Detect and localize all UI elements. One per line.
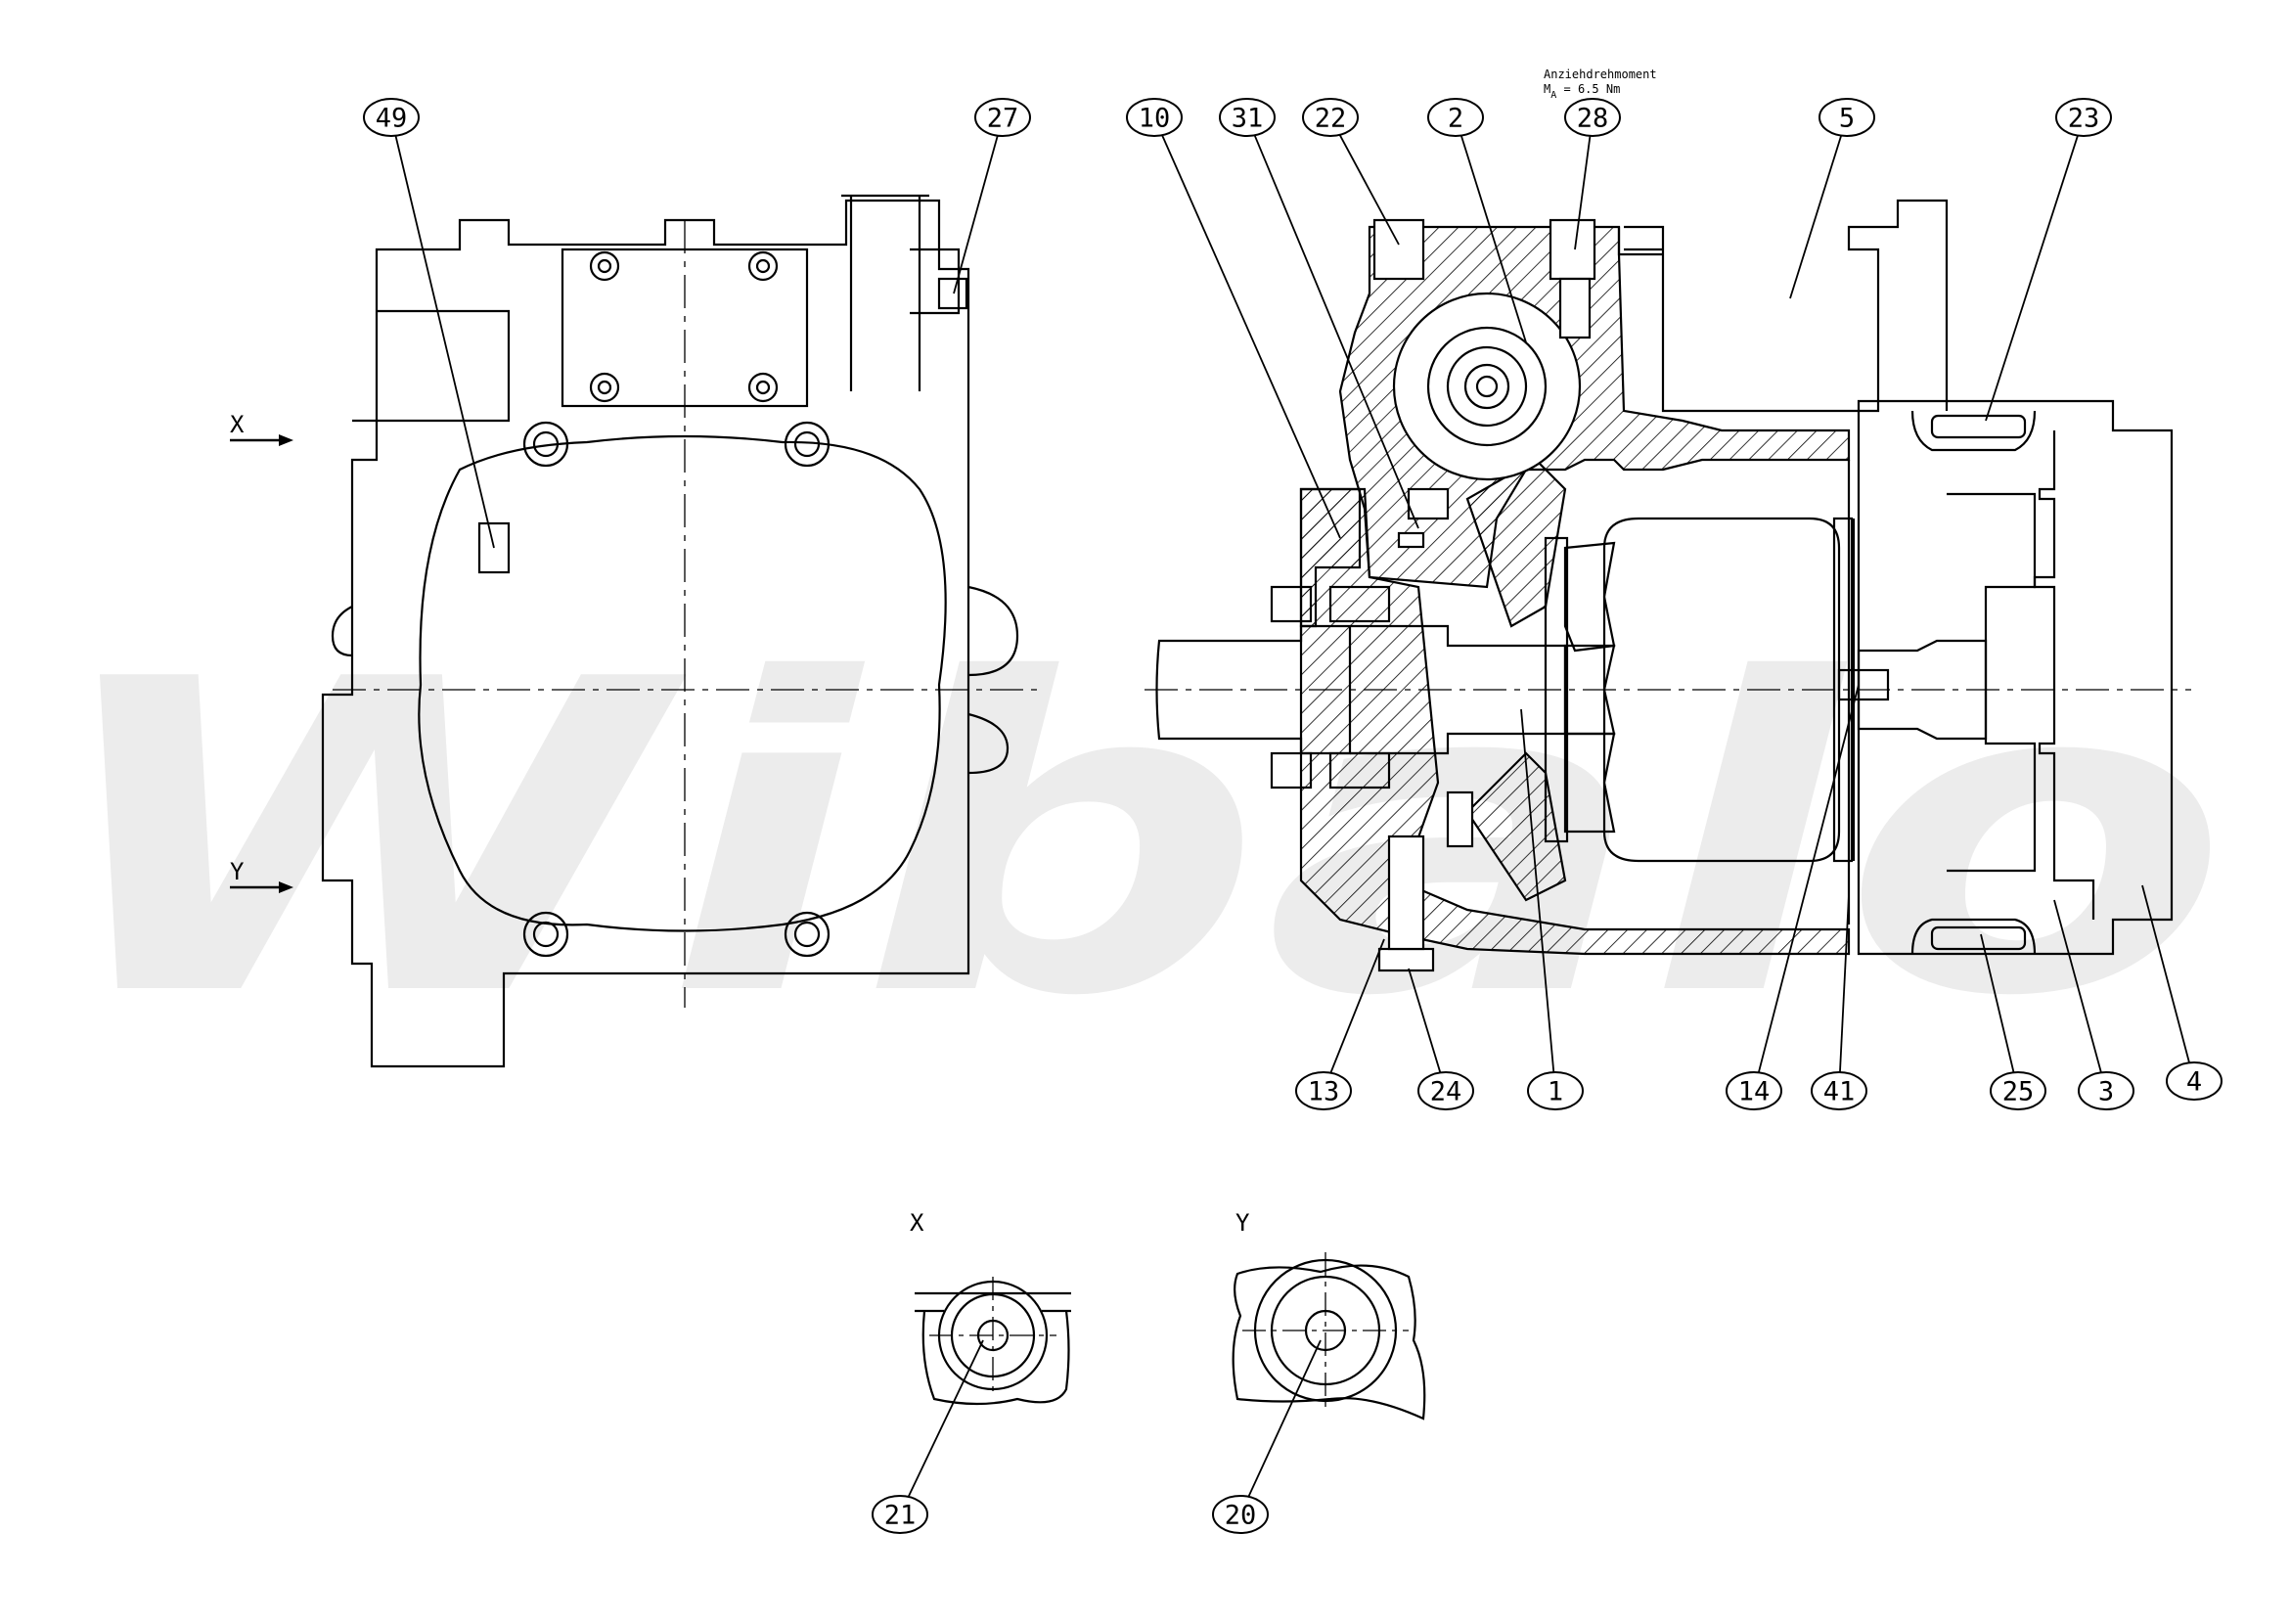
callout-28: 28 xyxy=(1564,98,1621,250)
callout-25: 25 xyxy=(1980,933,2046,1110)
callout-leader-24 xyxy=(1408,968,1442,1074)
control-block-bolts xyxy=(589,250,779,403)
callout-number-1: 1 xyxy=(1548,1077,1563,1107)
callout-leader-10 xyxy=(1160,134,1341,539)
callout-23: 23 xyxy=(1985,98,2112,422)
callout-27: 27 xyxy=(953,98,1031,294)
callout-1: 1 xyxy=(1520,708,1584,1110)
callout-number-28: 28 xyxy=(1577,104,1609,134)
callout-bubble-23 xyxy=(2055,98,2112,137)
callout-number-41: 41 xyxy=(1823,1077,1856,1107)
callout-number-21: 21 xyxy=(884,1501,917,1531)
callout-number-5: 5 xyxy=(1839,104,1855,134)
callout-4: 4 xyxy=(2141,884,2223,1101)
callout-3: 3 xyxy=(2053,899,2134,1110)
callout-bubble-1 xyxy=(1527,1071,1584,1110)
detail-view-y: Y xyxy=(1232,1209,1426,1421)
callout-bubble-5 xyxy=(1819,98,1875,137)
end-cover xyxy=(418,434,947,932)
callout-number-31: 31 xyxy=(1232,104,1264,134)
callout-leader-20 xyxy=(1247,1339,1322,1499)
callout-leader-5 xyxy=(1789,134,1843,299)
callout-leader-22 xyxy=(1338,133,1400,246)
callout-bubble-13 xyxy=(1295,1071,1352,1110)
callout-bubble-25 xyxy=(1990,1071,2046,1110)
callout-number-2: 2 xyxy=(1448,104,1463,134)
callout-49: 49 xyxy=(363,98,495,549)
left-end-view xyxy=(321,194,1019,1068)
callout-number-10: 10 xyxy=(1139,104,1171,134)
detail-view-x-label: X xyxy=(910,1209,924,1237)
callout-bubble-24 xyxy=(1417,1071,1474,1110)
callout-number-49: 49 xyxy=(376,104,408,134)
callout-leader-3 xyxy=(2053,899,2102,1073)
callout-number-13: 13 xyxy=(1308,1077,1340,1107)
callout-22: 22 xyxy=(1302,98,1400,246)
detail-view-x: X xyxy=(910,1209,1071,1406)
callout-bubble-28 xyxy=(1564,98,1621,137)
callout-leader-13 xyxy=(1329,938,1385,1074)
callout-bubble-41 xyxy=(1811,1071,1867,1110)
callout-number-27: 27 xyxy=(987,104,1019,134)
torque-note-line2: MA = 6.5 Nm xyxy=(1544,82,1620,101)
torque-note-line1: Anziehdrehmoment xyxy=(1544,68,1657,81)
callout-number-22: 22 xyxy=(1315,104,1347,134)
detail-view-x-centerlines xyxy=(929,1277,1056,1394)
view-arrow-y-label: Y xyxy=(230,858,245,885)
callout-5: 5 xyxy=(1789,98,1875,299)
view-arrow-y: Y xyxy=(230,858,293,893)
callout-leader-1 xyxy=(1520,708,1555,1073)
callout-number-20: 20 xyxy=(1225,1501,1257,1531)
callout-leader-23 xyxy=(1985,134,2080,422)
callout-bubble-4 xyxy=(2166,1061,2223,1101)
left-view-centerlines xyxy=(333,220,1037,1008)
callout-bubble-21 xyxy=(872,1495,928,1534)
callout-bubble-20 xyxy=(1212,1495,1269,1534)
callout-bubble-2 xyxy=(1427,98,1484,137)
callout-leader-41 xyxy=(1839,894,1850,1073)
callout-24: 24 xyxy=(1408,968,1474,1110)
callout-number-25: 25 xyxy=(2002,1077,2035,1107)
callout-leader-31 xyxy=(1253,134,1419,529)
callout-41: 41 xyxy=(1811,894,1867,1110)
callout-bubble-3 xyxy=(2078,1071,2134,1110)
flange-bolts xyxy=(522,421,831,958)
callout-leader-49 xyxy=(394,135,495,549)
callout-leader-27 xyxy=(953,135,999,294)
callout-leader-14 xyxy=(1757,684,1860,1073)
view-arrow-x: X xyxy=(230,411,293,446)
callout-leader-21 xyxy=(907,1339,984,1499)
callout-leader-28 xyxy=(1574,135,1592,250)
callout-number-14: 14 xyxy=(1738,1077,1771,1107)
callout-21: 21 xyxy=(872,1339,984,1534)
callout-20: 20 xyxy=(1212,1339,1322,1534)
callout-number-3: 3 xyxy=(2098,1077,2114,1107)
callout-10: 10 xyxy=(1126,98,1341,539)
watermark: Wibalo xyxy=(39,589,2230,1090)
callout-31: 31 xyxy=(1219,98,1419,529)
right-section-view xyxy=(1155,199,2174,972)
detail-view-y-centerlines xyxy=(1242,1252,1409,1409)
callout-number-24: 24 xyxy=(1430,1077,1462,1107)
callout-leader-2 xyxy=(1459,134,1527,343)
callout-bubble-31 xyxy=(1219,98,1276,137)
view-arrow-x-label: X xyxy=(230,411,245,438)
callout-leader-4 xyxy=(2141,884,2191,1063)
callout-bubble-22 xyxy=(1302,98,1359,137)
callout-bubble-49 xyxy=(363,98,420,137)
callout-bubble-27 xyxy=(974,98,1031,137)
detail-view-y-label: Y xyxy=(1235,1209,1250,1237)
callout-number-4: 4 xyxy=(2186,1067,2202,1098)
callout-bubble-10 xyxy=(1126,98,1183,137)
torque-note: Anziehdrehmoment MA = 6.5 Nm xyxy=(1544,68,1657,101)
callout-leader-25 xyxy=(1980,933,2015,1073)
callout-bubble-14 xyxy=(1726,1071,1782,1110)
callout-14: 14 xyxy=(1726,684,1860,1110)
callout-2: 2 xyxy=(1427,98,1527,343)
callout-13: 13 xyxy=(1295,938,1385,1110)
callout-number-23: 23 xyxy=(2068,104,2100,134)
